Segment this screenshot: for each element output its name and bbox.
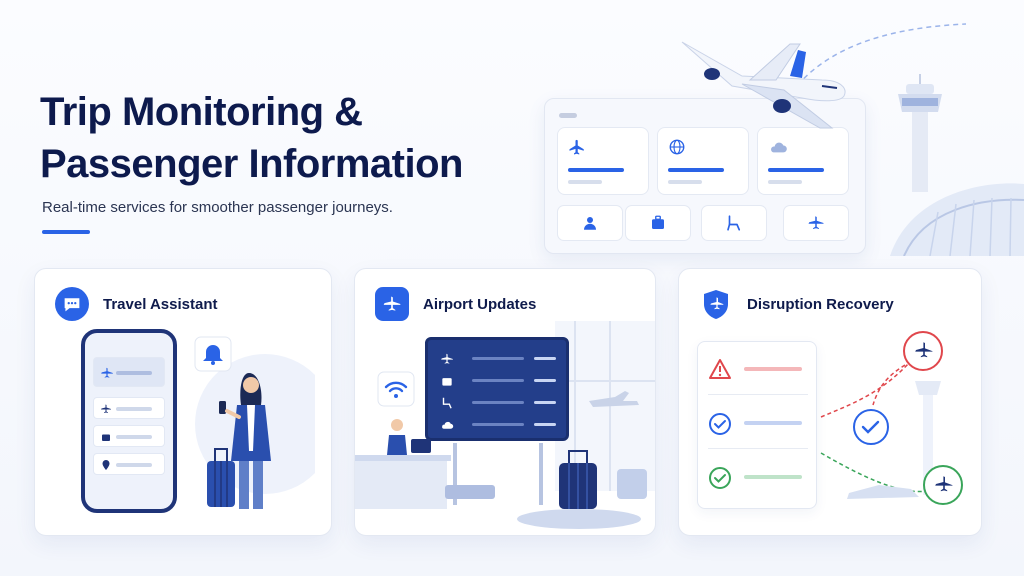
check-circle-icon bbox=[709, 467, 731, 489]
check-circle-icon bbox=[709, 413, 731, 435]
flight-path-dashes bbox=[791, 23, 967, 93]
seat-icon bbox=[442, 397, 452, 409]
dashboard-card-weather bbox=[757, 127, 849, 195]
board-row-weather bbox=[440, 418, 560, 432]
board-row-flight bbox=[440, 352, 560, 366]
card-title: Travel Assistant bbox=[103, 295, 218, 313]
cloud-icon bbox=[771, 142, 787, 153]
luggage-icon bbox=[652, 215, 664, 229]
page-subtitle: Real-time services for smoother passenge… bbox=[42, 199, 393, 216]
dashboard-tile-luggage bbox=[625, 205, 691, 241]
dashboard-illustration bbox=[544, 98, 866, 254]
card-title: Airport Updates bbox=[423, 295, 537, 313]
airplane-icon bbox=[441, 353, 453, 364]
page-title-line-2: Passenger Information bbox=[40, 142, 463, 186]
departure-board bbox=[425, 337, 569, 441]
page-title: Trip Monitoring & Passenger Information bbox=[40, 86, 520, 190]
phone-flight-card bbox=[93, 357, 165, 387]
disruption-recovery-card[interactable]: Disruption Recovery bbox=[678, 268, 982, 536]
airplane-icon bbox=[569, 139, 584, 155]
person-icon bbox=[584, 217, 596, 230]
airport-updates-card[interactable]: Airport Updates bbox=[354, 268, 656, 536]
chat-bubble-icon bbox=[55, 287, 89, 321]
shield-airplane-icon bbox=[699, 287, 733, 321]
terminal-window-illustration bbox=[555, 321, 655, 491]
phone-row-luggage bbox=[93, 425, 165, 447]
travel-assistant-card[interactable]: Travel Assistant bbox=[34, 268, 332, 536]
seat-icon bbox=[727, 215, 741, 231]
reroute-flow-illustration bbox=[820, 331, 963, 505]
airplane-icon bbox=[375, 287, 409, 321]
luggage-icon bbox=[102, 434, 110, 441]
page-title-line-1: Trip Monitoring & bbox=[40, 90, 363, 134]
warning-icon bbox=[709, 359, 731, 379]
control-tower-illustration bbox=[898, 74, 942, 192]
traveler-with-luggage-illustration bbox=[207, 373, 271, 509]
globe-icon bbox=[669, 139, 685, 155]
card-header: Airport Updates bbox=[375, 287, 536, 321]
status-row-confirmed bbox=[708, 408, 808, 438]
card-header: Travel Assistant bbox=[55, 287, 218, 321]
airplane-illustration bbox=[681, 41, 846, 129]
wifi-icon bbox=[377, 371, 415, 407]
notification-bell-icon bbox=[194, 336, 232, 372]
airplane-icon bbox=[808, 216, 824, 229]
dashboard-header-pill bbox=[559, 113, 577, 118]
phone-row-flight bbox=[93, 397, 165, 419]
phone-row-location bbox=[93, 453, 165, 475]
title-accent-underline bbox=[42, 230, 90, 234]
cloud-icon bbox=[442, 421, 454, 429]
dashboard-card-flight bbox=[557, 127, 649, 195]
luggage-icon bbox=[442, 378, 452, 386]
card-title: Disruption Recovery bbox=[747, 295, 894, 313]
status-row-alert bbox=[708, 354, 808, 384]
board-row-luggage bbox=[440, 374, 560, 388]
dashboard-tile-flight bbox=[783, 205, 849, 241]
smartphone-illustration bbox=[81, 329, 177, 513]
dashboard-tile-passenger bbox=[557, 205, 623, 241]
status-row-resolved bbox=[708, 462, 808, 492]
terminal-building-illustration bbox=[890, 183, 1024, 256]
airplane-icon bbox=[101, 367, 113, 378]
card-header: Disruption Recovery bbox=[699, 287, 894, 321]
dashboard-tile-seat bbox=[701, 205, 767, 241]
airplane-icon bbox=[101, 404, 111, 413]
airport-lobby-illustration bbox=[355, 419, 647, 529]
recovery-status-panel bbox=[697, 341, 817, 509]
board-row-seat bbox=[440, 396, 560, 410]
location-pin-icon bbox=[102, 460, 110, 470]
dashboard-card-globe bbox=[657, 127, 749, 195]
